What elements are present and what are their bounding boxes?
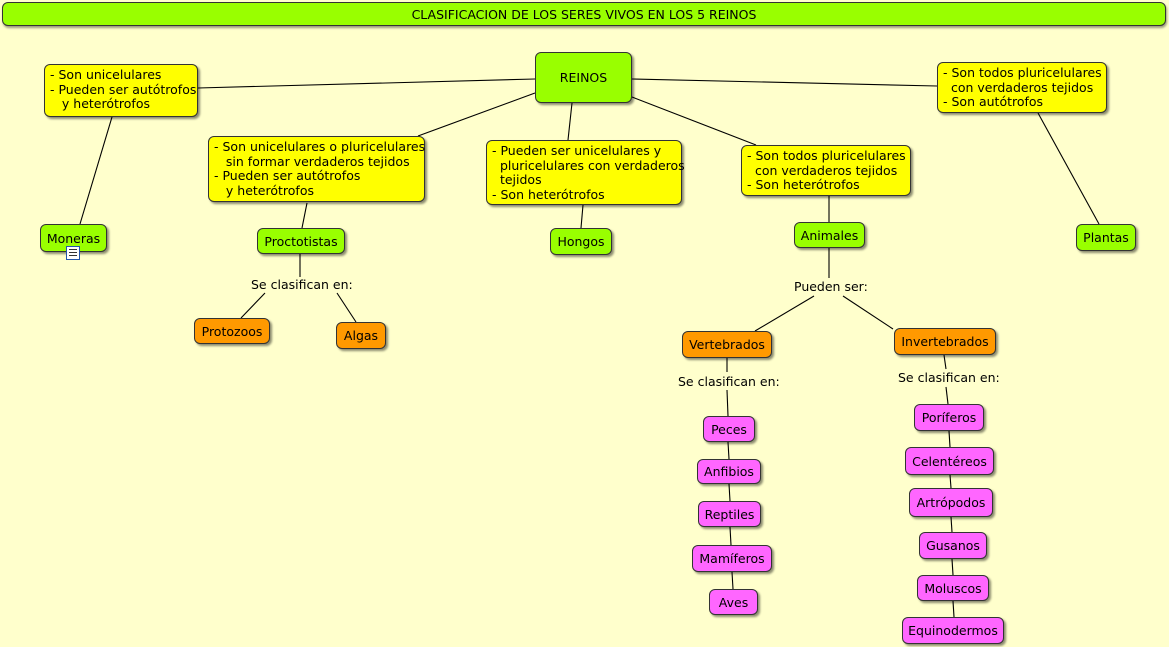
description-hongos[interactable]: - Pueden ser unicelulares y pluricelular… <box>486 140 685 205</box>
node-reptiles[interactable]: Reptiles <box>698 501 761 527</box>
node-hongos[interactable]: Hongos <box>550 228 612 255</box>
node-peces[interactable]: Peces <box>703 416 755 442</box>
node-aves[interactable]: Aves <box>709 589 758 615</box>
node-poriferos[interactable]: Poríferos <box>914 404 984 431</box>
node-protoctistas[interactable]: Proctotistas <box>257 228 345 254</box>
description-plantas[interactable]: - Son todos pluricelulares con verdadero… <box>937 62 1107 113</box>
description-protoctistas[interactable]: - Son unicelulares o pluricelulares sin … <box>208 136 425 202</box>
description-moneras[interactable]: - Son unicelulares - Pueden ser autótrof… <box>44 64 198 117</box>
node-equinodermos[interactable]: Equinodermos <box>902 617 1004 644</box>
node-plantas[interactable]: Plantas <box>1076 224 1136 251</box>
node-gusanos[interactable]: Gusanos <box>919 532 987 559</box>
linking-phrase-animales: Pueden ser: <box>792 279 870 294</box>
node-vertebrados[interactable]: Vertebrados <box>682 331 772 358</box>
node-celentereos[interactable]: Celentéreos <box>905 447 994 475</box>
linking-phrase-vertebrados: Se clasifican en: <box>676 374 782 389</box>
description-animales[interactable]: - Son todos pluricelulares con verdadero… <box>741 145 911 196</box>
node-artropodos[interactable]: Artrópodos <box>909 488 993 517</box>
node-reinos[interactable]: REINOS <box>535 52 632 103</box>
node-moluscos[interactable]: Moluscos <box>917 575 989 601</box>
linking-phrase-invertebrados: Se clasifican en: <box>896 370 1002 385</box>
node-protozoos[interactable]: Protozoos <box>194 318 270 344</box>
node-invertebrados[interactable]: Invertebrados <box>894 328 996 355</box>
node-algas[interactable]: Algas <box>336 322 386 349</box>
node-animales[interactable]: Animales <box>794 222 865 248</box>
linking-phrase-protoctistas: Se clasifican en: <box>249 277 355 292</box>
document-icon[interactable] <box>66 246 80 260</box>
map-title: CLASIFICACION DE LOS SERES VIVOS EN LOS … <box>2 2 1166 26</box>
node-mamiferos[interactable]: Mamíferos <box>692 545 772 572</box>
node-anfibios[interactable]: Anfibios <box>697 459 761 484</box>
